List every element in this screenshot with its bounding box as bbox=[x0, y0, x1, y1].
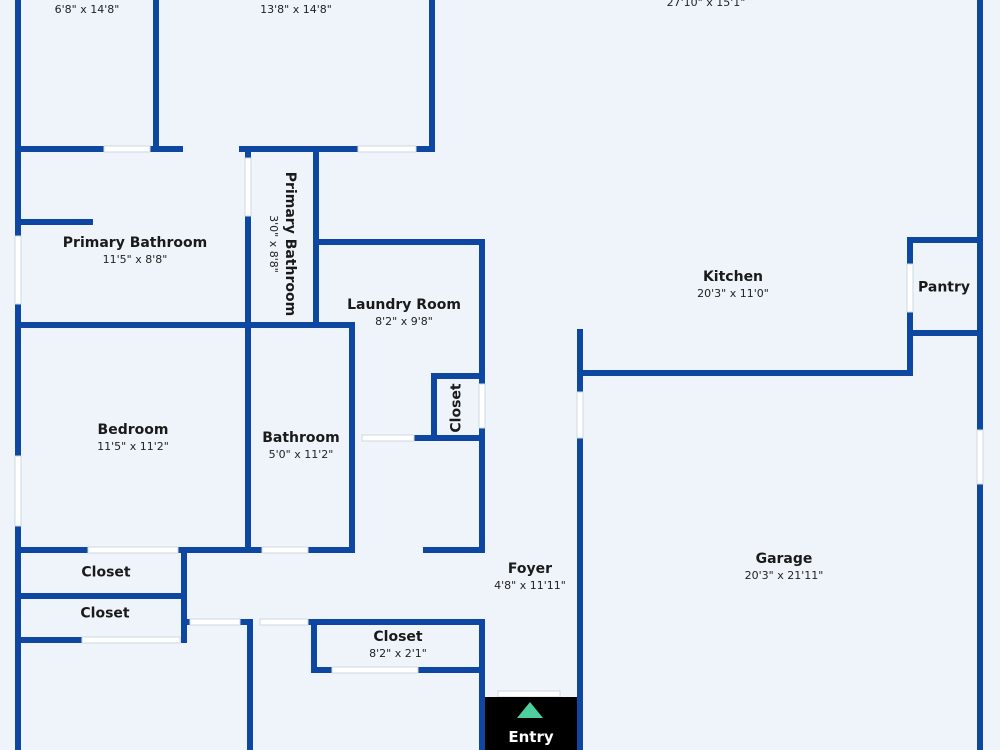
room-dimensions: 6'8" x 14'8" bbox=[54, 3, 120, 16]
room-name: Primary Bathroom bbox=[282, 171, 298, 317]
room-laundry: Laundry Room 8'2" x 9'8" bbox=[347, 297, 461, 329]
room-name: Pantry bbox=[917, 279, 971, 296]
entry-arrow-icon bbox=[517, 702, 543, 718]
room-name: Foyer bbox=[507, 561, 553, 577]
room-closet-3: Closet 8'2" x 2'1" bbox=[369, 629, 427, 661]
window bbox=[261, 546, 309, 554]
room-bathroom: Bathroom 5'0" x 11'2" bbox=[262, 430, 340, 462]
window bbox=[361, 434, 415, 442]
room-foyer: Foyer 4'8" x 11'11" bbox=[494, 561, 566, 593]
room-top-left: 6'8" x 14'8" bbox=[55, 4, 120, 16]
entry-label: Entry bbox=[508, 728, 554, 746]
window bbox=[87, 546, 179, 554]
window bbox=[906, 263, 914, 313]
room-name: Closet bbox=[80, 605, 130, 622]
window bbox=[331, 666, 419, 674]
window bbox=[244, 157, 252, 217]
room-primary-bathroom-small: Primary Bathroom 3'0" x 8'8" bbox=[266, 172, 298, 316]
window bbox=[189, 618, 241, 626]
window bbox=[576, 391, 584, 439]
window bbox=[357, 145, 417, 153]
room-closet-laundry: Closet bbox=[449, 383, 466, 432]
window bbox=[14, 235, 22, 305]
room-dimensions: 20'3" x 21'11" bbox=[744, 569, 824, 582]
room-name: Kitchen bbox=[702, 269, 764, 285]
room-name: Primary Bathroom bbox=[62, 235, 208, 251]
room-kitchen: Kitchen 20'3" x 11'0" bbox=[697, 269, 769, 301]
room-top-middle: 13'8" x 14'8" bbox=[260, 4, 332, 16]
room-name: Bedroom bbox=[97, 422, 169, 438]
room-dimensions: 8'2" x 2'1" bbox=[369, 647, 427, 660]
window bbox=[14, 455, 22, 527]
room-dimensions: 11'5" x 8'8" bbox=[102, 253, 168, 266]
room-dimensions: 13'8" x 14'8" bbox=[260, 3, 332, 16]
room-dimensions: 4'8" x 11'11" bbox=[494, 579, 566, 592]
window bbox=[259, 618, 309, 626]
room-dimensions: 8'2" x 9'8" bbox=[375, 315, 433, 328]
room-name: Bathroom bbox=[262, 430, 340, 446]
room-pantry: Pantry bbox=[918, 280, 970, 297]
room-dimensions: 3'0" x 8'8" bbox=[267, 215, 280, 273]
room-name: Closet bbox=[373, 629, 423, 645]
room-name: Laundry Room bbox=[347, 297, 461, 313]
room-garage: Garage 20'3" x 21'11" bbox=[745, 551, 824, 583]
window bbox=[103, 145, 151, 153]
room-dimensions: 27'10" x 15'1" bbox=[666, 0, 746, 9]
room-name: Garage bbox=[755, 551, 813, 567]
room-name: Closet bbox=[448, 383, 465, 433]
window bbox=[478, 383, 486, 429]
window bbox=[81, 636, 181, 644]
room-closet-2: Closet bbox=[80, 606, 129, 623]
room-top-right: 27'10" x 15'1" bbox=[667, 0, 746, 9]
room-bedroom: Bedroom 11'5" x 11'2" bbox=[97, 422, 169, 454]
room-closet-1: Closet bbox=[81, 565, 130, 582]
room-name: Closet bbox=[81, 564, 131, 581]
room-dimensions: 5'0" x 11'2" bbox=[268, 448, 334, 461]
room-dimensions: 11'5" x 11'2" bbox=[97, 440, 169, 453]
room-primary-bathroom: Primary Bathroom 11'5" x 8'8" bbox=[63, 235, 207, 267]
room-dimensions: 20'3" x 11'0" bbox=[697, 287, 769, 300]
window bbox=[976, 429, 984, 485]
